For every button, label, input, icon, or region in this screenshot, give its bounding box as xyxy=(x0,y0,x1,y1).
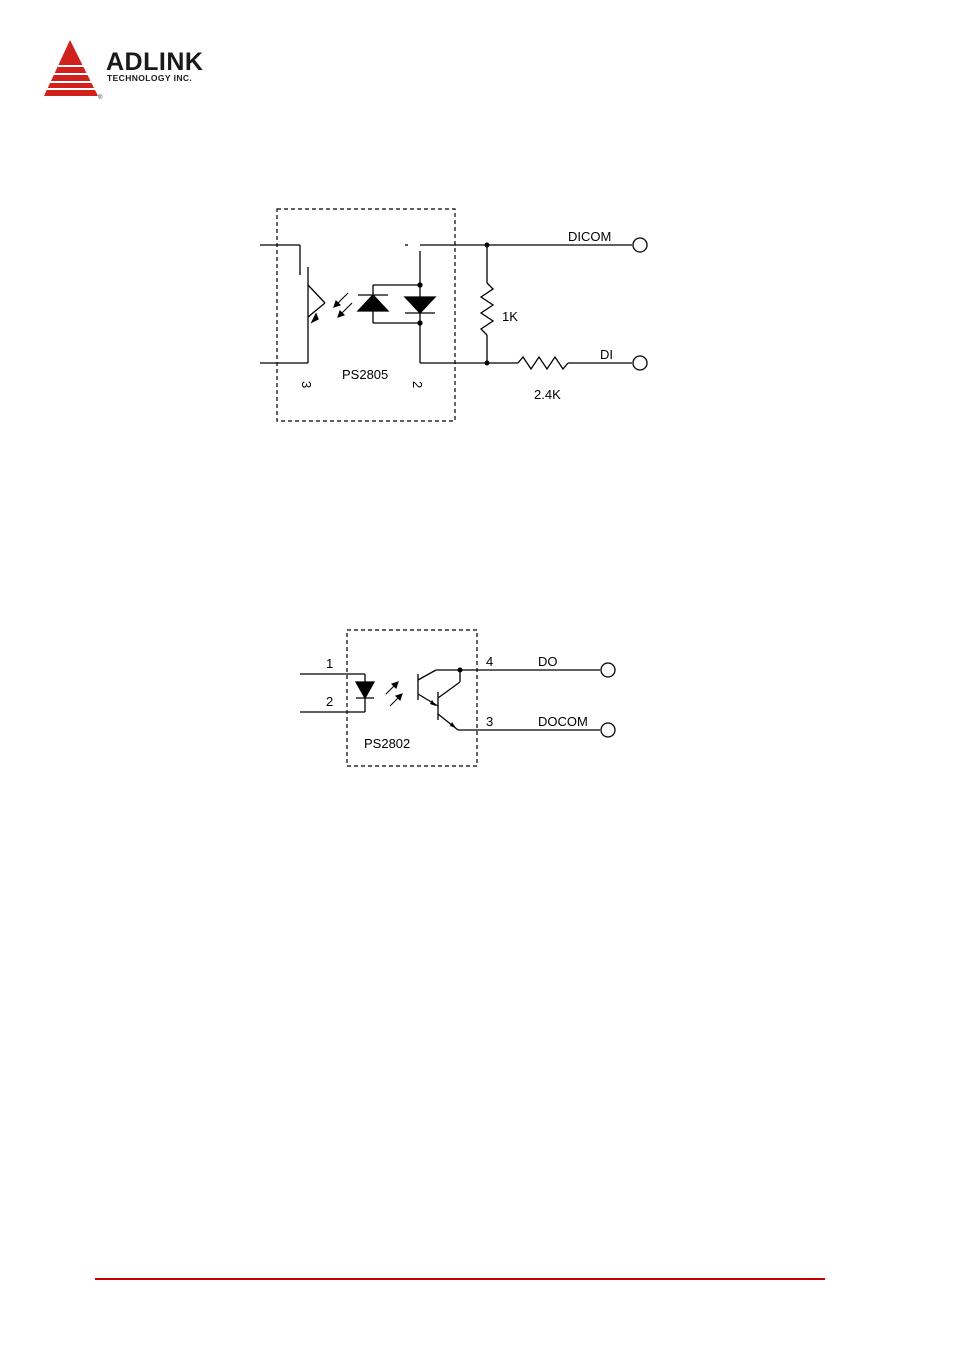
pin-3-label: 3 xyxy=(486,714,493,729)
pin-3-label: 3 xyxy=(299,381,314,388)
chip-label-ps2802: PS2802 xyxy=(364,736,410,751)
chip-boundary-box xyxy=(277,209,455,421)
di-label: DI xyxy=(600,347,613,362)
pin-2-label: 2 xyxy=(410,381,425,388)
pin-4-label: 4 xyxy=(486,654,493,669)
pin-2-label: 2 xyxy=(326,694,333,709)
input-led-pair xyxy=(358,245,435,363)
pin-1-label: 1 xyxy=(326,656,333,671)
phototransistor-symbol xyxy=(260,245,325,363)
light-emission-arrows xyxy=(334,293,352,317)
dicom-label: DICOM xyxy=(568,229,611,244)
chip-label-ps2805: PS2805 xyxy=(342,367,388,382)
docom-label: DOCOM xyxy=(538,714,588,729)
resistor-2-4k-label: 2.4K xyxy=(534,387,561,402)
input-circuit-diagram: 3 2 PS2805 1K 2.4K DICOM DI xyxy=(250,195,670,430)
terminal-docom-icon xyxy=(601,723,615,737)
output-led-symbol xyxy=(300,674,374,712)
svg-text:®: ® xyxy=(98,94,103,101)
terminal-di-icon xyxy=(633,356,647,370)
brand-name: ADLINK xyxy=(106,50,203,75)
terminal-dicom-icon xyxy=(633,238,647,252)
brand-subtitle: TECHNOLOGY INC. xyxy=(107,74,192,83)
output-circuit-diagram: 1 2 4 3 DO DOCOM PS2802 xyxy=(290,620,640,780)
resistor-1k-label: 1K xyxy=(502,309,518,324)
light-emission-arrows xyxy=(386,682,402,706)
do-label: DO xyxy=(538,654,558,669)
footer-divider xyxy=(95,1278,825,1280)
terminal-do-icon xyxy=(601,663,615,677)
